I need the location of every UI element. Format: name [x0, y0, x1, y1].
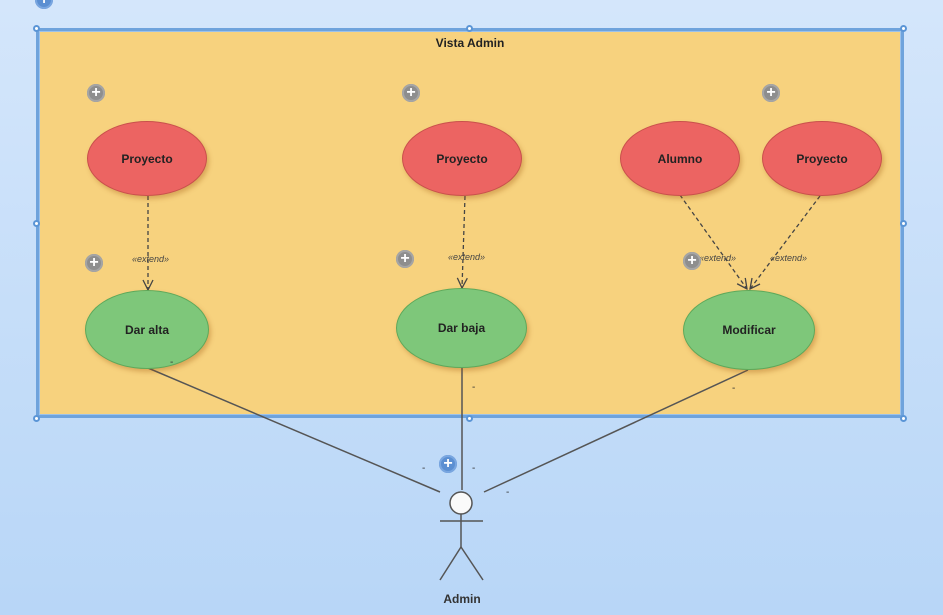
- multiplicity-label: -: [472, 463, 476, 474]
- extend-label: «extend»: [448, 252, 486, 262]
- add-element-icon[interactable]: +: [402, 84, 420, 102]
- resize-handle-left[interactable]: [33, 220, 40, 227]
- add-element-icon[interactable]: +: [683, 252, 701, 270]
- multiplicity-label: -: [170, 357, 174, 368]
- add-element-icon[interactable]: +: [85, 254, 103, 272]
- use-case-alumno[interactable]: Alumno: [620, 121, 740, 196]
- multiplicity-label: -: [472, 382, 476, 393]
- use-case-proyecto-1[interactable]: Proyecto: [87, 121, 207, 196]
- resize-handle-right[interactable]: [900, 220, 907, 227]
- add-element-icon[interactable]: +: [396, 250, 414, 268]
- resize-handle-top-right[interactable]: [900, 25, 907, 32]
- actor-label: Admin: [443, 592, 481, 606]
- resize-handle-bottom[interactable]: [466, 415, 473, 422]
- resize-handle-bottom-right[interactable]: [900, 415, 907, 422]
- use-case-proyecto-3[interactable]: Proyecto: [762, 121, 882, 196]
- resize-handle-bottom-left[interactable]: [33, 415, 40, 422]
- multiplicity-label: -: [506, 487, 510, 498]
- add-element-icon[interactable]: +: [762, 84, 780, 102]
- multiplicity-label: -: [422, 463, 426, 474]
- resize-handle-top-left[interactable]: [33, 25, 40, 32]
- add-element-icon[interactable]: +: [35, 0, 53, 9]
- use-case-proyecto-2[interactable]: Proyecto: [402, 121, 522, 196]
- resize-handle-top[interactable]: [466, 25, 473, 32]
- use-case-modificar[interactable]: Modificar: [683, 290, 815, 370]
- multiplicity-label: -: [732, 383, 736, 394]
- extend-label: «extend»: [132, 254, 170, 264]
- extend-label: «extend»: [770, 253, 808, 263]
- use-case-dar-baja[interactable]: Dar baja: [396, 288, 527, 368]
- extend-label: «extend»: [699, 253, 737, 263]
- add-element-icon[interactable]: +: [87, 84, 105, 102]
- boundary-title: Vista Admin: [435, 36, 505, 50]
- use-case-dar-alta[interactable]: Dar alta: [85, 290, 209, 369]
- add-element-icon[interactable]: +: [439, 455, 457, 473]
